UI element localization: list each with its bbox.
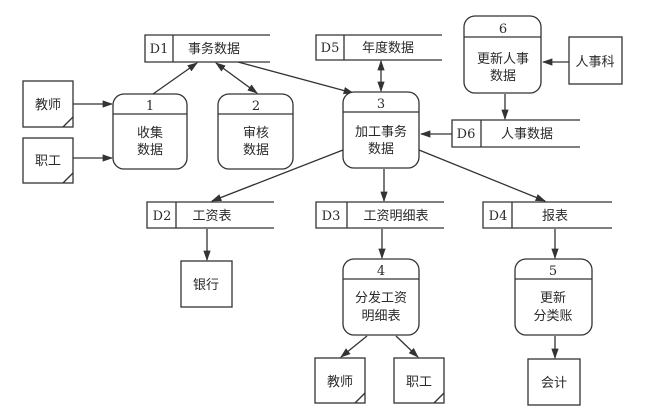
process-label-line1: 分发工资 (355, 290, 407, 306)
process-number: 6 (499, 22, 507, 37)
external-entity-accounting[interactable]: 会计 (527, 358, 581, 406)
entity-label: 人事科 (575, 55, 614, 70)
flow-d1-p2 (215, 62, 258, 94)
process-label-line2: 数据 (137, 143, 163, 158)
data-store-d6[interactable]: D6 人事数据 (451, 119, 580, 148)
entity-label: 教师 (35, 97, 61, 113)
process-number: 4 (377, 264, 385, 279)
process-1[interactable]: 1 收集 数据 (112, 93, 188, 170)
flow-p4-to-staff (395, 335, 419, 358)
store-label: 年度数据 (362, 40, 414, 56)
process-label-line2: 数据 (243, 143, 269, 158)
data-store-d1[interactable]: D1 事务数据 (144, 34, 270, 63)
process-label-line1: 加工事务 (355, 124, 407, 140)
process-label-line1: 审核 (243, 126, 269, 141)
flow-d1-to-p3 (237, 61, 355, 95)
process-label-line1: 更新人事 (477, 51, 529, 67)
store-label: 事务数据 (188, 41, 240, 57)
process-number: 3 (377, 97, 385, 112)
store-id: D1 (150, 42, 169, 57)
process-label-line2: 明细表 (361, 309, 400, 324)
data-store-d2[interactable]: D2 工资表 (146, 201, 274, 229)
process-2[interactable]: 2 审核 数据 (217, 93, 294, 170)
store-label: 报表 (542, 209, 568, 224)
process-3[interactable]: 3 加工事务 数据 (342, 91, 420, 169)
flow-p1-to-d1 (152, 62, 198, 95)
external-entity-hr-dept[interactable]: 人事科 (568, 36, 623, 85)
external-entity-teacher-in[interactable]: 教师 (22, 80, 74, 128)
entity-label: 职工 (35, 154, 61, 169)
store-id: D4 (489, 209, 508, 224)
entity-label: 会计 (541, 376, 567, 391)
flow-p3-to-d4 (418, 149, 546, 202)
process-label-line1: 收集 (137, 125, 163, 141)
store-label: 工资明细表 (363, 209, 428, 224)
external-entity-teacher-out[interactable]: 教师 (314, 357, 366, 404)
data-store-d4[interactable]: D4 报表 (482, 201, 612, 229)
store-id: D3 (322, 209, 341, 224)
external-entity-staff-out[interactable]: 职工 (393, 357, 445, 404)
entity-label: 职工 (406, 375, 432, 390)
flow-p4-to-teacher (340, 335, 368, 358)
entity-label: 银行 (193, 278, 219, 293)
flow-p3-to-d2 (211, 149, 344, 202)
process-4[interactable]: 4 分发工资 明细表 (342, 258, 420, 336)
process-number: 2 (252, 99, 260, 114)
process-number: 5 (549, 264, 557, 279)
store-id: D2 (153, 209, 172, 224)
process-label-line2: 数据 (490, 69, 516, 84)
process-label-line2: 分类账 (533, 309, 572, 324)
store-label: 工资表 (192, 209, 231, 224)
external-entity-bank[interactable]: 银行 (180, 260, 233, 308)
process-6[interactable]: 6 更新人事 数据 (463, 15, 542, 94)
process-5[interactable]: 5 更新 分类账 (514, 258, 593, 336)
data-store-d5[interactable]: D5 年度数据 (315, 34, 442, 61)
external-entity-staff-in[interactable]: 职工 (22, 137, 74, 184)
process-label-line2: 数据 (368, 142, 394, 157)
entity-label: 教师 (327, 374, 353, 390)
store-id: D6 (457, 127, 476, 142)
process-number: 1 (146, 99, 154, 114)
store-id: D5 (321, 41, 340, 56)
data-store-d3[interactable]: D3 工资明细表 (315, 201, 444, 229)
flows (73, 58, 569, 360)
process-label-line1: 更新 (540, 290, 566, 306)
store-label: 人事数据 (501, 127, 553, 142)
